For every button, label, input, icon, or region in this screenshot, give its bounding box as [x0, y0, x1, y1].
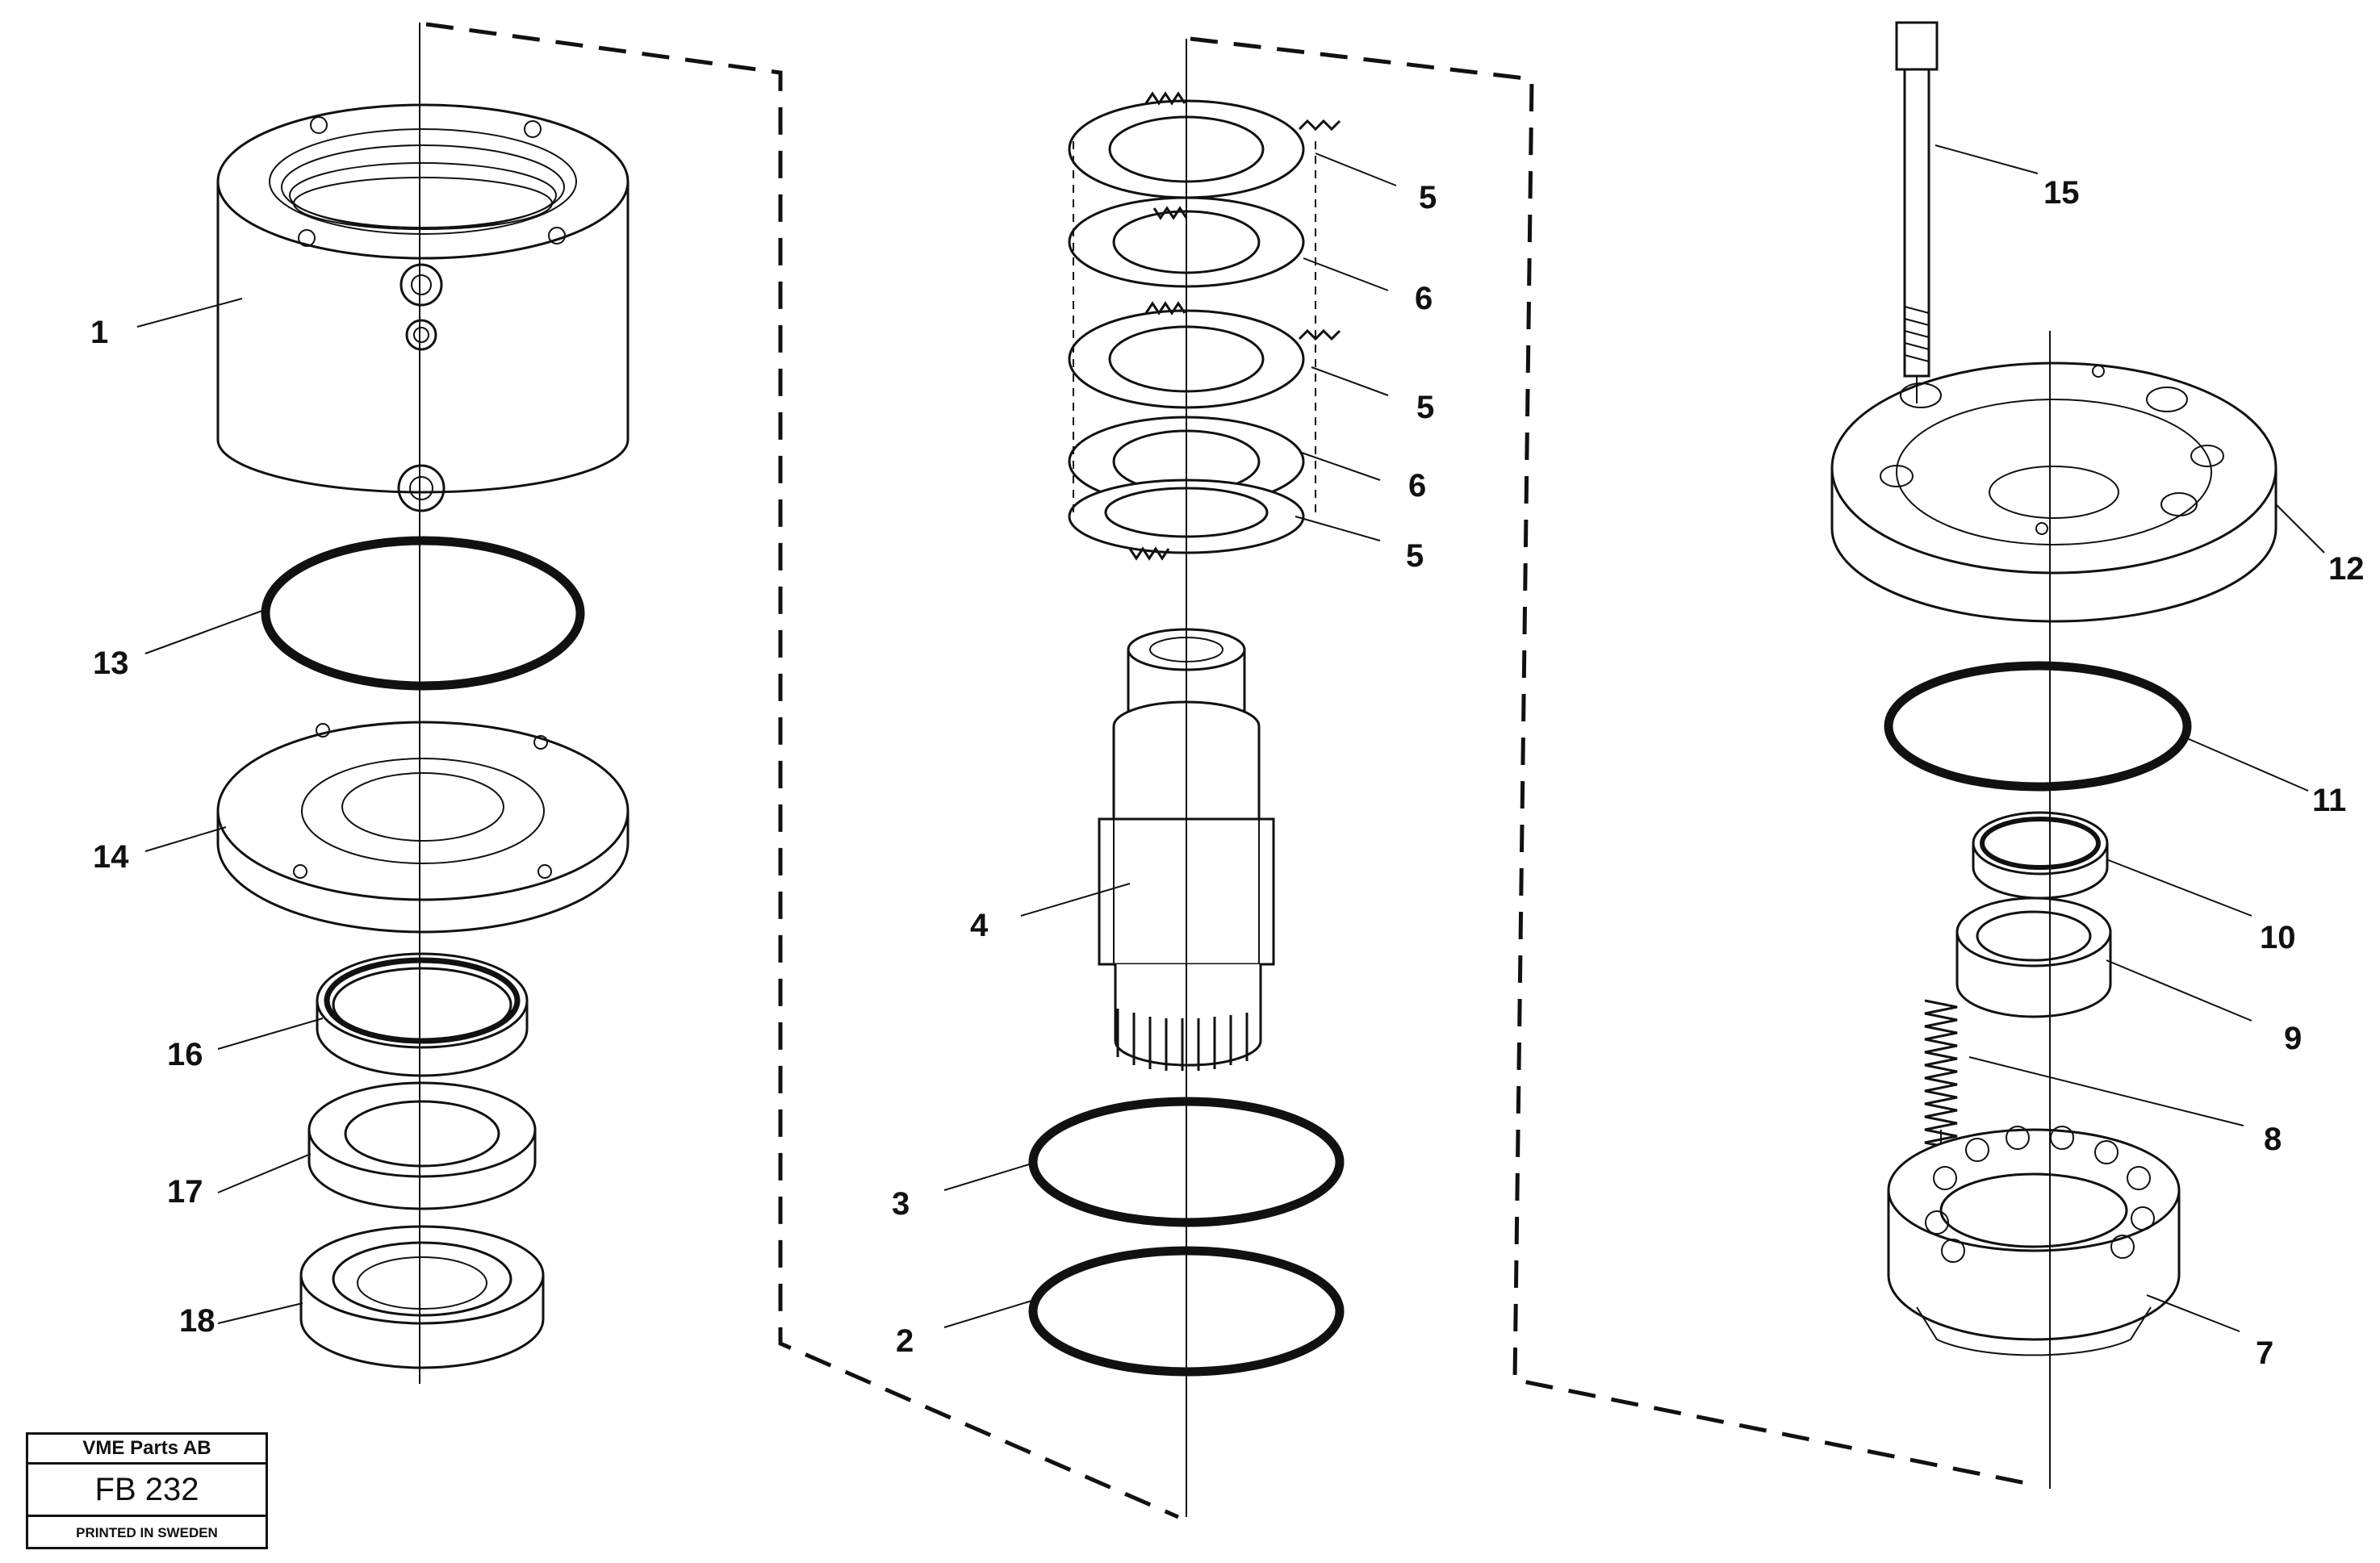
part-18-seal: [299, 1225, 545, 1369]
disc-stack-dashed-outline: [1073, 141, 1316, 516]
title-block-printed: PRINTED IN SWEDEN: [76, 1525, 218, 1540]
part-1-housing: [216, 103, 630, 512]
label-part-5-top: 5: [1419, 180, 1437, 215]
label-part-2: 2: [896, 1323, 914, 1359]
label-part-4: 4: [970, 908, 989, 943]
label-part-8: 8: [2264, 1122, 2282, 1157]
label-part-6-top: 6: [1415, 281, 1433, 316]
label-part-12: 12: [2328, 551, 2365, 587]
label-part-14: 14: [93, 839, 129, 875]
part-5-disc-top: [1068, 91, 1341, 199]
leader-lines: [136, 144, 2325, 1332]
part-13-o-ring: [261, 536, 585, 691]
part-9-bearing: [1955, 896, 2112, 1018]
label-part-1: 1: [90, 315, 108, 350]
title-block: VME Parts AB FB 232 PRINTED IN SWEDEN: [26, 1432, 268, 1549]
part-12-flange: [1830, 361, 2278, 623]
part-17-bearing-cone: [307, 1081, 537, 1210]
label-part-5-bottom: 5: [1406, 538, 1424, 574]
label-part-11: 11: [2312, 783, 2346, 818]
label-part-3: 3: [892, 1186, 910, 1222]
part-15-bolt: [1895, 21, 1939, 378]
title-block-company: VME Parts AB: [28, 1435, 266, 1465]
label-part-13: 13: [93, 646, 129, 681]
label-part-9: 9: [2284, 1021, 2302, 1056]
part-16-bearing-race: [316, 952, 529, 1077]
label-part-16: 16: [167, 1037, 203, 1072]
label-part-6-bottom: 6: [1408, 468, 1426, 504]
label-part-10: 10: [2260, 920, 2296, 955]
title-block-code: FB 232: [28, 1465, 266, 1517]
part-14-cover-plate: [216, 721, 630, 934]
label-part-5-middle: 5: [1416, 390, 1434, 425]
part-7-carrier: [1887, 1126, 2181, 1356]
part-10-bearing-race: [1972, 811, 2109, 900]
label-part-7: 7: [2256, 1335, 2273, 1371]
part-5-disc-middle: [1068, 301, 1341, 409]
label-part-17: 17: [167, 1174, 203, 1210]
part-11-o-ring: [1884, 661, 2192, 792]
label-part-18: 18: [179, 1303, 215, 1339]
assembly-dashed-frames: [425, 22, 2035, 1519]
label-part-15: 15: [2043, 175, 2080, 211]
